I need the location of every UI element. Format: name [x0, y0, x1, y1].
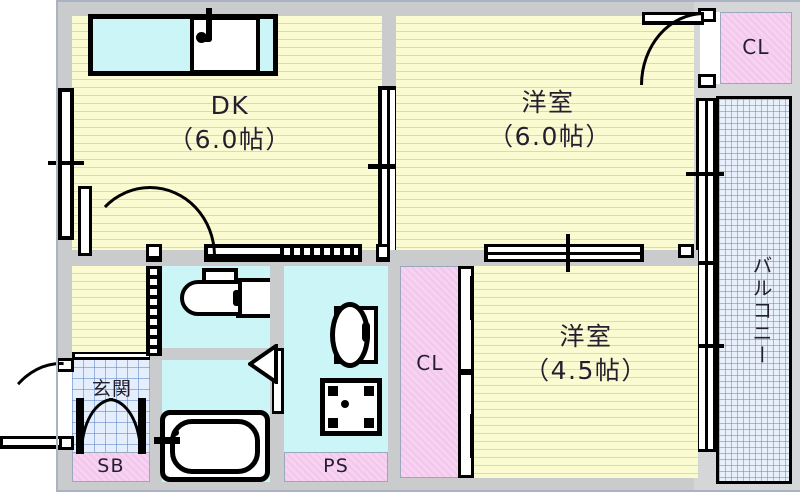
shoe-box: [72, 452, 150, 482]
kitchen-faucet: [206, 8, 212, 42]
room-bottom-area: （4.5帖）: [524, 356, 648, 385]
toilet-door-glass: [150, 269, 157, 353]
bathtub-inner: [170, 419, 260, 474]
wall-washroom-closet: [388, 266, 400, 482]
washing-machine-pan-corner-tl: [328, 386, 338, 396]
balcony-sliding-door-bottom-panel-b: [708, 265, 713, 449]
room-top-floor: [396, 16, 698, 264]
dk-hall-sliding-door-panel: [208, 248, 284, 254]
kitchen-drain-hole: [196, 32, 207, 43]
shoe-box-door-right[interactable]: [138, 398, 146, 454]
balcony-sliding-door-bottom-panel-a: [699, 265, 705, 449]
washbasin-faucet: [362, 322, 370, 342]
dk-room-sliding-door-panel-b: [390, 90, 395, 252]
closet-bottom-door-lower-panel: [461, 375, 471, 475]
balcony-label: バルコニー: [749, 255, 773, 367]
entrance-door-hinge-top-inner: [59, 361, 71, 369]
balcony: [716, 96, 792, 484]
washing-machine-drain: [341, 400, 349, 408]
shell-hairline-bottom: [56, 490, 800, 492]
genkan-label: 玄関: [91, 378, 133, 400]
shoe-box-door-left[interactable]: [76, 398, 84, 454]
shell-hairline-left: [56, 0, 58, 492]
washing-machine-pan-corner-br: [364, 418, 374, 428]
room-top-name: 洋室: [521, 88, 575, 117]
bathtub-drain: [172, 429, 179, 436]
room-dk-name: DK: [210, 91, 250, 120]
wall-toilet-bath: [162, 348, 270, 360]
entrance-door-hinge-bottom-inner: [59, 439, 71, 447]
toilet-flush-lever: [233, 290, 241, 306]
dk-room-sliding-door[interactable]: [378, 86, 398, 256]
closet-top-label: CL: [742, 35, 770, 59]
room-top-area: （6.0帖）: [488, 122, 612, 151]
shoe-box-label: SB: [97, 455, 125, 477]
toilet-lid: [202, 268, 238, 284]
closet-top-door-opening: [700, 12, 720, 84]
closet-bottom-label: CL: [416, 351, 444, 375]
balcony-sliding-door-top-panel-b: [708, 101, 713, 261]
balcony-sliding-door-top-panel-a: [699, 101, 705, 261]
bath-frosted-door-glass: [284, 248, 358, 255]
room-bottom-name: 洋室: [559, 322, 613, 351]
dk-entry-door-jamb-inner: [149, 247, 159, 256]
shell-hairline-top: [56, 0, 800, 2]
pipe-space: [284, 452, 388, 482]
room-bottom-floor: [474, 266, 698, 478]
dk-room-sliding-door-panel-a: [382, 90, 387, 252]
exterior-wall-top: [58, 2, 698, 16]
closet-bottom: [400, 266, 460, 478]
hallway-floor: [72, 266, 150, 356]
bath-door-swing-indicator: [248, 344, 278, 384]
kitchen-faucet-neck: [203, 36, 212, 42]
room-bottom-sliding-door-handle: [566, 234, 570, 272]
closet-top-door-hinge-top-inner: [701, 11, 713, 19]
dk-window-left-mullion: [48, 161, 84, 165]
pipe-space-label: PS: [323, 455, 349, 477]
closet-bottom-door-upper-panel: [461, 269, 471, 369]
room-bottom-sliding-door-panel-a: [488, 247, 640, 252]
closet-top-door-leaf-inner: [645, 15, 701, 21]
dk-room-sliding-door-handle: [368, 164, 408, 169]
washing-machine-pan-corner-bl: [328, 418, 338, 428]
genkan-step-line-inner: [75, 354, 149, 357]
room-bottom-door-jamb-right-inner: [681, 247, 691, 255]
room-dk-area: （6.0帖）: [168, 125, 292, 154]
closet-top-door-hinge-bottom-inner: [701, 77, 713, 85]
closet-top: [720, 12, 792, 84]
dk-top-jamb-inner: [379, 247, 387, 257]
washing-machine-pan-corner-tr: [364, 386, 374, 396]
bathtub-faucet: [154, 437, 180, 444]
balcony-sliding-door-bottom-handle: [686, 344, 724, 348]
room-bottom-sliding-door-panel-b: [488, 255, 640, 259]
kitchen-sink-basin: [190, 16, 260, 74]
dk-entry-door-leaf-inner: [81, 189, 89, 253]
balcony-sliding-door-top-handle: [686, 172, 724, 176]
